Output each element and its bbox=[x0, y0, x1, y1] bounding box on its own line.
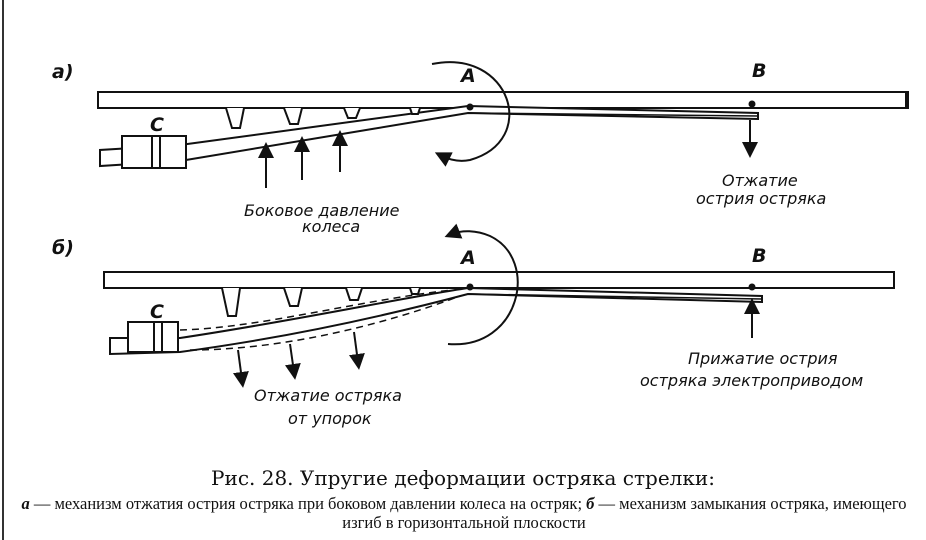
caption-part-b-text: — механизм замыкания остряка, имеющего и… bbox=[342, 494, 907, 532]
result-label-line1: Прижатие острия bbox=[688, 349, 838, 368]
push-arrow-2 bbox=[284, 343, 301, 380]
point-a-label: A bbox=[459, 65, 476, 87]
result-label-line1: Отжатие bbox=[722, 171, 798, 190]
point-b-label: B bbox=[752, 60, 766, 82]
panel-a: а) C A B Боковое давление колеса bbox=[52, 60, 909, 236]
result-label-line2: острия остряка bbox=[696, 189, 826, 208]
point-b bbox=[748, 100, 756, 108]
stock-rail bbox=[97, 91, 909, 109]
caption-part-a-text: — механизм отжатия острия остряка при бо… bbox=[29, 494, 587, 513]
panel-b-tag: б) bbox=[52, 237, 74, 259]
push-arrow-3 bbox=[349, 331, 365, 370]
stop-1 bbox=[221, 287, 241, 317]
panel-b: б) C A B Отжатие остряка bbox=[52, 223, 895, 428]
point-c-label: C bbox=[150, 301, 164, 323]
panel-a-tag: а) bbox=[52, 61, 74, 83]
figure-caption-title: Рис. 28. Упругие деформации остряка стре… bbox=[211, 466, 715, 490]
pressure-label-line1: Боковое давление bbox=[244, 201, 400, 220]
stop-2 bbox=[283, 107, 303, 125]
stop-4 bbox=[409, 107, 421, 115]
rotation-arrow bbox=[444, 223, 519, 346]
pressure-label-line2: от упорок bbox=[288, 409, 372, 428]
result-label-line2: остряка электроприводом bbox=[640, 371, 863, 390]
push-arrow-1 bbox=[233, 349, 249, 388]
stop-4 bbox=[409, 287, 421, 295]
stop-1 bbox=[225, 107, 245, 129]
point-a-label: A bbox=[459, 247, 476, 269]
stop-2 bbox=[283, 287, 303, 307]
point-c-label: C bbox=[150, 114, 164, 136]
point-b-label: B bbox=[752, 245, 766, 267]
rotation-arrow bbox=[431, 61, 511, 167]
caption-part-b-mark: б bbox=[586, 494, 595, 513]
pivot-a bbox=[466, 283, 474, 291]
stock-rail bbox=[103, 271, 895, 289]
pressure-label-line2: колеса bbox=[302, 217, 360, 236]
figure-caption-body: а — механизм отжатия острия остряка при … bbox=[14, 494, 914, 532]
heel-block bbox=[121, 135, 187, 169]
deformed-outline-upper bbox=[179, 289, 453, 331]
pivot-a bbox=[466, 103, 474, 111]
stop-3 bbox=[345, 287, 363, 301]
point-b bbox=[748, 283, 756, 291]
stop-3 bbox=[343, 107, 361, 119]
deformed-outline-lower bbox=[189, 295, 461, 351]
caption-part-a-mark: а bbox=[21, 494, 30, 513]
pressure-label-line1: Отжатие остряка bbox=[254, 386, 402, 405]
